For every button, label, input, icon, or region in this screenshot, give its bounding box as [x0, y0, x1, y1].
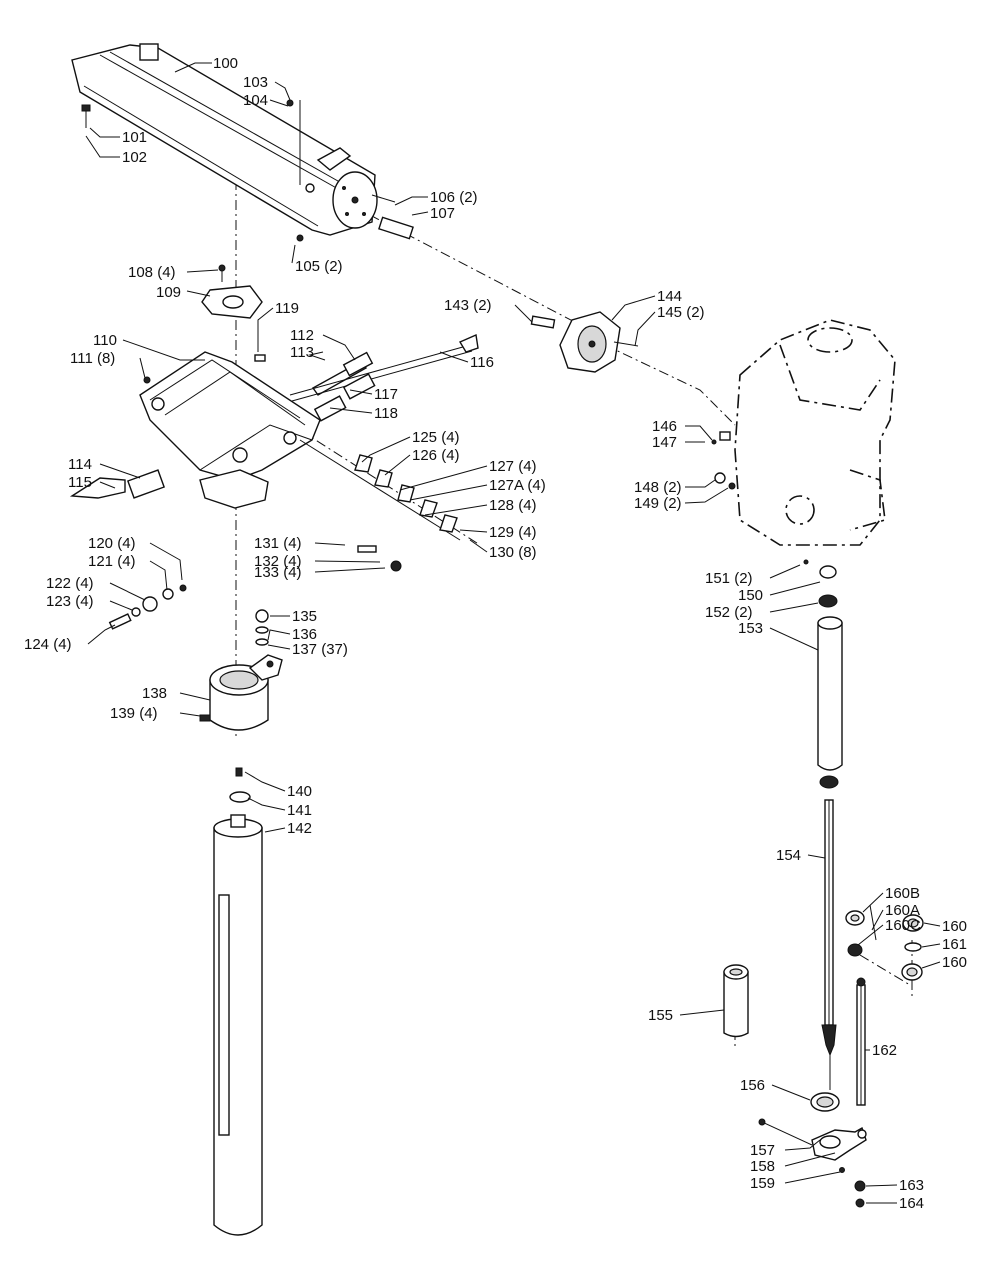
label-125: 125 (4)	[412, 429, 460, 446]
motor-phantom	[734, 319, 896, 546]
label-147: 147	[652, 434, 677, 451]
pulley-144	[530, 311, 639, 373]
label-107: 107	[430, 205, 455, 222]
label-151: 151 (2)	[705, 570, 753, 587]
label-140: 140	[287, 783, 312, 800]
label-118: 118	[374, 405, 398, 422]
label-162: 162	[872, 1042, 897, 1059]
label-132: 132 (4)	[254, 553, 302, 570]
label-143: 143 (2)	[444, 297, 492, 314]
label-130: 130 (8)	[489, 544, 537, 561]
label-131: 131 (4)	[254, 535, 302, 552]
label-112: 112	[290, 327, 314, 344]
label-139: 139 (4)	[110, 705, 158, 722]
label-155: 155	[648, 1007, 673, 1024]
gear-set	[845, 904, 924, 1106]
part-labels: 100 103 104 101 102 106 (2) 107 105 (2) …	[24, 55, 967, 1212]
label-145: 145 (2)	[657, 304, 705, 321]
label-144: 144	[657, 288, 682, 305]
label-127a: 127A (4)	[489, 477, 546, 494]
label-109: 109	[156, 284, 181, 301]
label-100: 100	[213, 55, 238, 72]
label-110: 110	[93, 332, 117, 349]
label-117: 117	[374, 386, 398, 403]
label-101: 101	[122, 129, 147, 146]
label-105: 105 (2)	[295, 258, 343, 275]
sleeve-155	[723, 964, 749, 1038]
label-150: 150	[738, 587, 763, 604]
label-163: 163	[899, 1177, 924, 1194]
label-159: 159	[750, 1175, 775, 1192]
label-127: 127 (4)	[489, 458, 537, 475]
label-119: 119	[275, 300, 299, 317]
label-161: 161	[942, 936, 967, 953]
label-128: 128 (4)	[489, 497, 537, 514]
label-160B: 160B	[885, 885, 920, 902]
label-114: 114	[68, 456, 92, 473]
base-bracket	[758, 1092, 867, 1208]
label-135: 135	[292, 608, 317, 625]
label-116: 116	[470, 354, 494, 371]
carriage	[139, 351, 321, 509]
label-126: 126 (4)	[412, 447, 460, 464]
label-104: 104	[243, 92, 268, 109]
label-124: 124 (4)	[24, 636, 72, 653]
label-148: 148 (2)	[634, 479, 682, 496]
adjusting-screws	[108, 584, 187, 630]
label-129: 129 (4)	[489, 524, 537, 541]
label-108: 108 (4)	[128, 264, 176, 281]
label-152: 152 (2)	[705, 604, 753, 621]
label-136: 136	[292, 626, 317, 643]
label-149: 149 (2)	[634, 495, 682, 512]
label-133: 133 (4)	[254, 564, 302, 581]
lead-screw	[821, 799, 837, 1090]
label-160C: 160C	[885, 917, 921, 934]
label-154: 154	[776, 847, 801, 864]
assembly-centerlines	[235, 180, 913, 1090]
handle-115	[69, 469, 166, 499]
label-102: 102	[122, 149, 147, 166]
label-106: 106 (2)	[430, 189, 478, 206]
label-160A: 160A	[885, 902, 920, 919]
label-121: 121 (4)	[88, 553, 136, 570]
hardware-146-149	[711, 431, 736, 490]
label-160-top: 160	[942, 918, 967, 935]
leader-lines	[85, 62, 941, 1204]
column-collar	[199, 609, 283, 731]
index-pins	[354, 454, 458, 572]
column	[213, 767, 263, 1236]
label-164: 164	[899, 1195, 924, 1212]
label-113: 113	[290, 344, 314, 361]
label-120: 120 (4)	[88, 535, 136, 552]
lock-rods	[289, 333, 479, 541]
screw-101	[81, 104, 91, 128]
label-160-bottom: 160	[942, 954, 967, 971]
label-111: 111 (8)	[70, 350, 115, 367]
label-157: 157	[750, 1142, 775, 1159]
label-146: 146	[652, 418, 677, 435]
label-137: 137 (37)	[292, 641, 348, 658]
label-115: 115	[68, 474, 92, 491]
label-123: 123 (4)	[46, 593, 94, 610]
label-141: 141	[287, 802, 312, 819]
bearing-plate	[201, 264, 263, 319]
label-156: 156	[740, 1077, 765, 1094]
label-138: 138	[142, 685, 167, 702]
radial-arm	[71, 43, 378, 236]
label-142: 142	[287, 820, 312, 837]
elevation-tube	[803, 559, 843, 789]
screw-105	[296, 234, 304, 242]
label-158: 158	[750, 1158, 775, 1175]
label-122: 122 (4)	[46, 575, 94, 592]
label-103: 103	[243, 74, 268, 91]
pin-106	[371, 194, 414, 240]
label-153: 153	[738, 620, 763, 637]
